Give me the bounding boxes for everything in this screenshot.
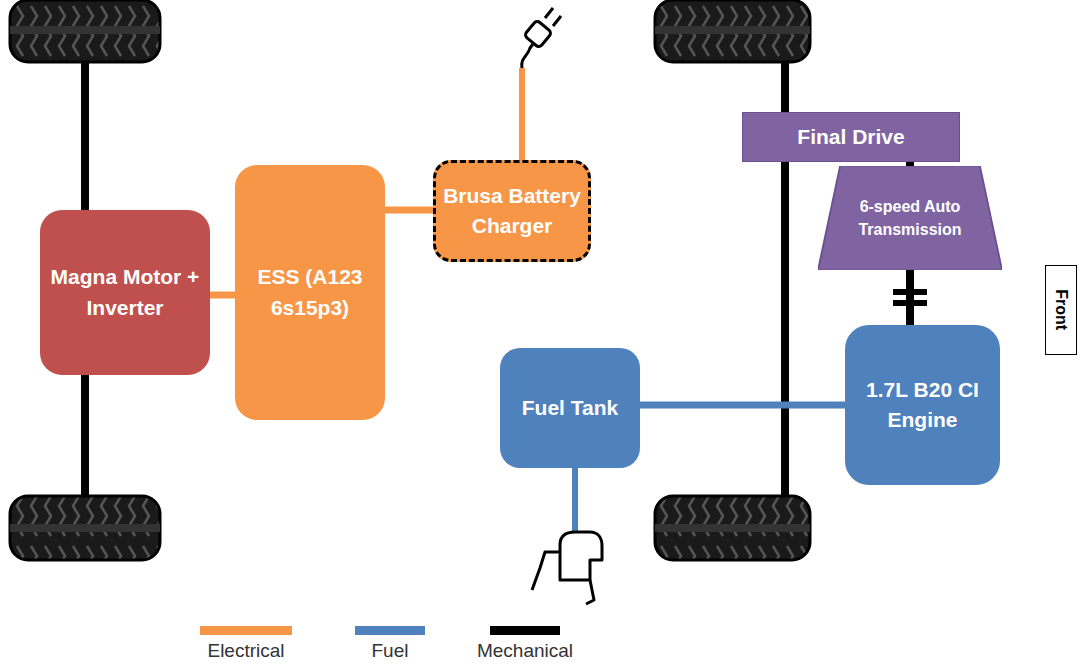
- node-label: Brusa Battery Charger: [442, 181, 582, 242]
- node-label: ESS (A123 6s15p3): [241, 262, 379, 323]
- trapezoid-outline: [818, 166, 1002, 270]
- connector-line: [906, 162, 914, 166]
- node-label: 1.7L B20 CI Engine: [851, 375, 994, 436]
- plug-icon: [522, 8, 561, 68]
- node-label: 6-speed Auto Transmission: [844, 195, 976, 241]
- direction-box: Front: [1045, 265, 1077, 355]
- charger-box: Brusa Battery Charger: [433, 160, 591, 262]
- legend-label: Mechanical: [455, 640, 595, 662]
- transmission-box: 6-speed Auto Transmission: [818, 166, 1002, 270]
- connector-line: [906, 270, 914, 325]
- connector-line: [640, 402, 845, 409]
- engine-box: 1.7L B20 CI Engine: [845, 325, 1000, 485]
- storage-box: ESS (A123 6s15p3): [235, 165, 385, 420]
- connector-line: [385, 207, 433, 214]
- node-label: Final Drive: [797, 122, 904, 152]
- final-drive-box: Final Drive: [742, 112, 960, 162]
- motor-box: Magna Motor + Inverter: [40, 210, 210, 375]
- legend-swatch: [355, 626, 425, 635]
- legend-swatch: [200, 626, 292, 635]
- fuel-filler-line: [572, 466, 578, 532]
- fuel-tank-box: Fuel Tank: [500, 348, 640, 468]
- legend-label: Fuel: [320, 640, 460, 662]
- connector-line: [210, 292, 235, 299]
- plug-wire: [519, 68, 525, 162]
- node-label: Front: [1049, 290, 1072, 331]
- tire: [10, 496, 160, 560]
- legend-label: Electrical: [176, 640, 316, 662]
- legend-swatch: [490, 626, 560, 635]
- node-label: Magna Motor + Inverter: [46, 262, 204, 323]
- tire: [10, 0, 160, 62]
- fuel-nozzle-icon: [532, 532, 602, 604]
- tire: [655, 496, 810, 560]
- tire: [655, 0, 810, 62]
- node-label: Fuel Tank: [522, 393, 618, 423]
